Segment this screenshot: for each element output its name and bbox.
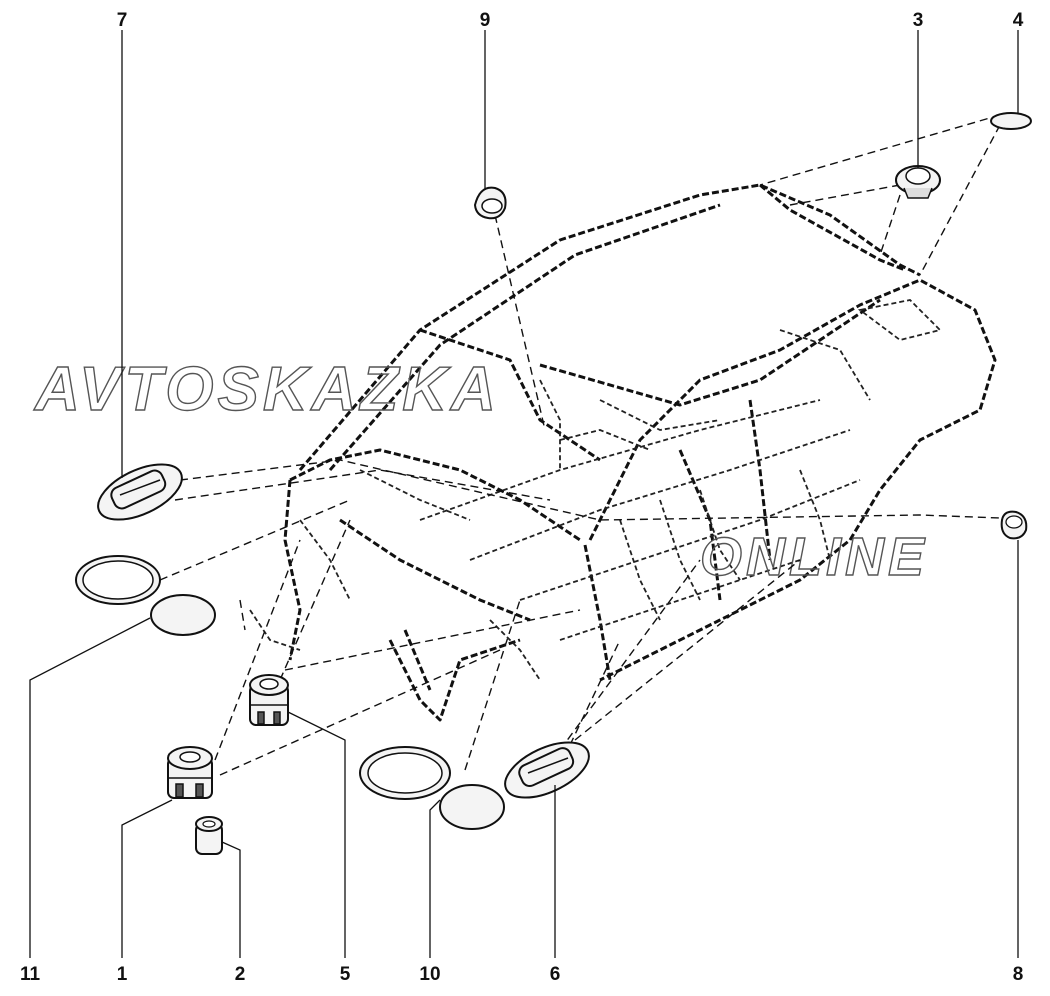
callout-5: 5 xyxy=(340,964,351,985)
part-2-small-sleeve xyxy=(195,816,223,855)
car-body-shell xyxy=(249,183,997,722)
part-5-plug-cap xyxy=(249,674,289,726)
part-10-round-gasket xyxy=(359,746,505,830)
part-9-clip xyxy=(473,186,507,220)
part-6-oval-plug xyxy=(504,741,590,799)
callout-labels: 7 9 3 4 11 1 2 5 10 6 8 xyxy=(20,10,1024,985)
callout-8: 8 xyxy=(1013,964,1024,985)
leader-lines xyxy=(29,30,1019,958)
part-1-plug-cap xyxy=(167,746,213,799)
part-4-flat-pad xyxy=(990,112,1032,130)
callout-3: 3 xyxy=(913,10,924,31)
callout-6: 6 xyxy=(550,964,561,985)
callout-2: 2 xyxy=(235,964,246,985)
callout-4: 4 xyxy=(1013,10,1024,31)
part-8-clip xyxy=(1000,510,1028,540)
part-7-oval-plug xyxy=(97,463,183,521)
watermark-secondary: ONLINE xyxy=(700,527,928,587)
callout-10: 10 xyxy=(419,964,440,985)
watermark-primary: AVTOSKAZKA xyxy=(33,355,500,424)
callout-1: 1 xyxy=(117,964,128,985)
callout-7: 7 xyxy=(117,10,128,31)
callout-9: 9 xyxy=(480,10,491,31)
watermark: AVTOSKAZKA ONLINE xyxy=(32,354,928,587)
part-11-round-gasket xyxy=(75,555,216,636)
part-3-grommet xyxy=(895,165,941,199)
callout-11: 11 xyxy=(20,964,41,985)
assembly-lines xyxy=(159,114,1001,776)
